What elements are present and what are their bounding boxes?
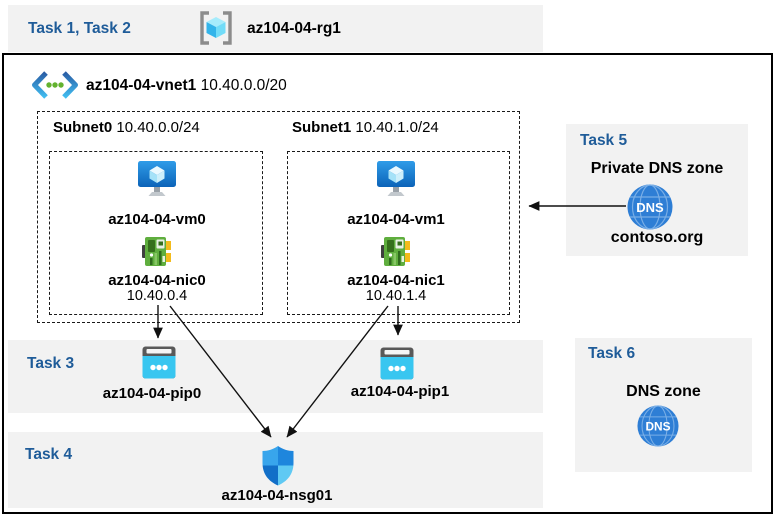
task6-title: DNS zone <box>626 383 701 400</box>
nic0-ip: 10.40.0.4 <box>126 288 188 304</box>
dns-zone-icon: DNS <box>637 405 679 447</box>
nic-icon <box>142 236 172 267</box>
public-ip-icon <box>380 347 414 380</box>
vnet-label: az104-04-vnet1 10.40.0.0/20 <box>86 77 287 95</box>
vm-icon <box>376 161 416 203</box>
task6-box: Task 6 DNS zone DNS <box>575 338 752 472</box>
subnet0-name: Subnet0 <box>53 119 113 136</box>
nic1-name: az104-04-nic1 <box>347 272 445 289</box>
task3-label: Task 3 <box>27 355 75 372</box>
subnet1-name: Subnet1 <box>292 119 352 136</box>
vnet-cidr: 10.40.0.0/20 <box>200 77 287 94</box>
resource-group-name: az104-04-rg1 <box>247 19 341 37</box>
subnet0-box <box>49 151 263 315</box>
task3-row: Task 3 az104-04-pip0 az104-04-pip1 <box>8 340 543 413</box>
vnet-icon <box>31 70 79 100</box>
vm0-name: az104-04-vm0 <box>108 211 206 228</box>
pip0-name: az104-04-pip0 <box>102 385 202 402</box>
nsg-shield-icon <box>262 446 294 486</box>
task4-row: Task 4 az104-04-nsg01 <box>8 432 543 508</box>
task5-label: Task 5 <box>580 132 628 149</box>
dns-zone-icon: DNS <box>627 184 673 230</box>
subnet0-cidr: 10.40.0.0/24 <box>116 119 200 136</box>
subnet1-cidr: 10.40.1.0/24 <box>355 119 439 136</box>
resource-group-icon <box>198 10 234 46</box>
task6-label: Task 6 <box>588 345 636 362</box>
subnets-container-box <box>37 111 520 323</box>
task5-title: Private DNS zone <box>590 160 724 177</box>
vnet-name: az104-04-vnet1 <box>86 77 197 94</box>
vm-icon <box>137 161 177 203</box>
vm1-name: az104-04-vm1 <box>347 211 445 228</box>
svg-text:DNS: DNS <box>645 420 670 434</box>
pip1-name: az104-04-pip1 <box>350 383 450 400</box>
nic1-ip: 10.40.1.4 <box>365 288 427 304</box>
subnet1-label: Subnet1 10.40.1.0/24 <box>292 119 439 136</box>
nic0-name: az104-04-nic0 <box>108 272 206 289</box>
nsg-name: az104-04-nsg01 <box>221 487 333 504</box>
svg-text:DNS: DNS <box>636 200 664 215</box>
public-ip-icon <box>142 346 176 379</box>
banner-task1-task2: Task 1, Task 2 az104-04-rg1 <box>8 5 543 52</box>
banner-task-label: Task 1, Task 2 <box>28 19 131 37</box>
task4-label: Task 4 <box>25 446 73 463</box>
task5-box: Task 5 Private DNS zone DNS contoso.org <box>566 124 748 256</box>
subnet0-label: Subnet0 10.40.0.0/24 <box>53 119 200 136</box>
task5-zone-name: contoso.org <box>610 229 704 246</box>
nic-icon <box>381 236 411 267</box>
